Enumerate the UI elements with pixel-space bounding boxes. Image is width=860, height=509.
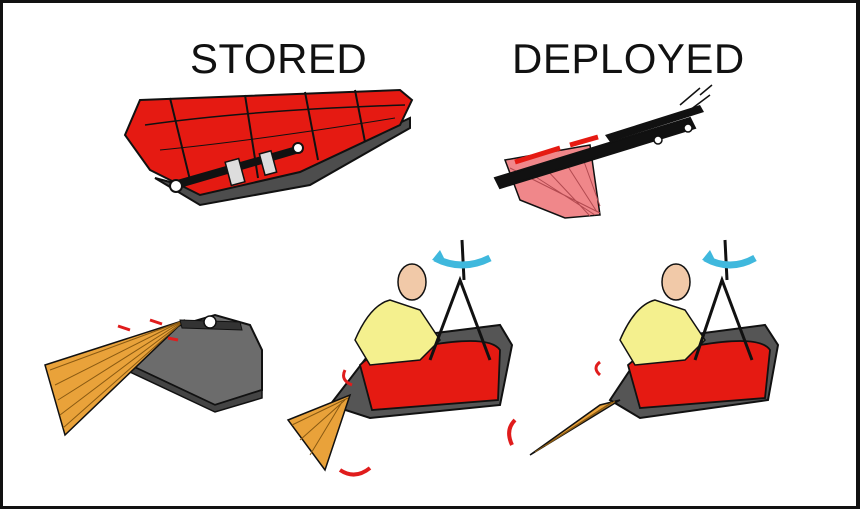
drogue-shell-illustration bbox=[45, 315, 262, 435]
person-litter-illustration bbox=[288, 240, 512, 475]
deployed-drogue-illustration bbox=[495, 85, 712, 218]
stored-litter-illustration bbox=[125, 90, 412, 205]
person-litter-illustration-2 bbox=[509, 240, 778, 455]
